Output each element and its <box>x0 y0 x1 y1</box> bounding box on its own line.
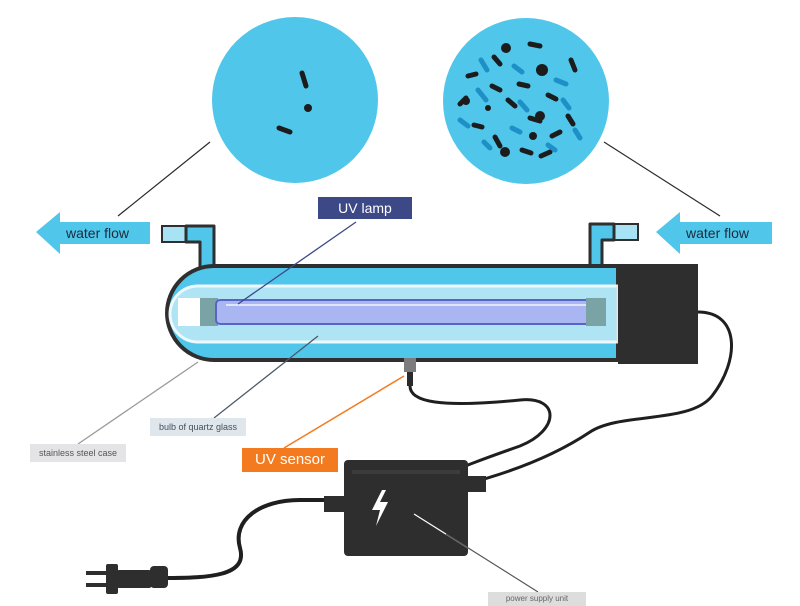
dead-bacterium <box>276 125 293 135</box>
contaminated-water-sample <box>443 18 721 217</box>
uv-sensor-plug <box>407 372 413 386</box>
power-supply-pointer-line <box>445 533 539 593</box>
dead-bacterium <box>304 104 312 112</box>
water-flow-out-label: water flow <box>65 225 130 241</box>
steel-case-pointer-line <box>77 361 199 445</box>
water-flow-in-label: water flow <box>685 225 750 241</box>
power-supply-box <box>324 460 486 556</box>
quartz-bulb-label: bulb of quartz glass <box>150 418 246 436</box>
bacteria-spheres <box>462 43 548 157</box>
lamp-cable <box>465 310 733 486</box>
uv-lamp-label: UV lamp <box>318 197 412 219</box>
clean-water-circle <box>212 17 378 183</box>
contaminated-water-pointer-line <box>603 141 721 217</box>
power-plug <box>86 564 168 594</box>
dead-bacterium <box>299 70 309 89</box>
lamp-left-socket <box>200 298 218 326</box>
plug-prong <box>86 583 108 587</box>
bacteria-blue <box>457 57 583 153</box>
uv-sensor-connector <box>404 358 416 372</box>
lamp-right-socket <box>586 298 606 326</box>
bulb-end-cap <box>178 298 200 326</box>
uv-sensor-pointer-line <box>283 375 405 449</box>
uv-sensor-label: UV sensor <box>242 448 338 472</box>
uv-lamp-pointer-line <box>237 221 357 305</box>
plug-prong <box>86 571 108 575</box>
steel-case-label: stainless steel case <box>30 444 126 462</box>
power-supply-label: power supply unit <box>488 592 586 606</box>
outlet-pipe <box>161 224 216 270</box>
clean-water-sample <box>117 17 378 217</box>
water-flow-out-arrow: water flow <box>36 212 150 254</box>
lamp-housing-box <box>618 264 698 364</box>
water-flow-in-arrow: water flow <box>656 212 772 254</box>
sensor-cable <box>408 385 552 468</box>
uv-lamp-tube <box>215 299 601 325</box>
quartz-pointer-line <box>213 335 319 419</box>
clean-water-pointer-line <box>117 141 211 217</box>
lightning-bolt-icon <box>372 490 388 526</box>
inlet-pipe <box>588 222 639 270</box>
power-cord <box>163 498 346 580</box>
